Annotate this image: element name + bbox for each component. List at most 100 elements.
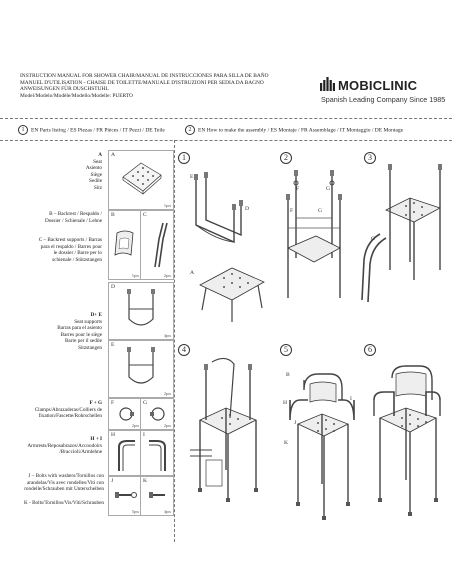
brand-name: MOBICLINIC bbox=[338, 78, 418, 93]
step-5-illustration bbox=[289, 373, 355, 520]
section-divider bbox=[0, 140, 452, 141]
column-divider bbox=[174, 140, 175, 542]
diagram-letter: F bbox=[290, 208, 294, 214]
part-letter: H bbox=[111, 432, 116, 438]
section-number: 1 bbox=[18, 125, 28, 135]
part-text: Seat supports bbox=[74, 318, 102, 325]
assembly-title-text: EN How to make the assembly / ES Montaje… bbox=[198, 127, 404, 134]
part-text: Sitzstangen bbox=[78, 344, 102, 351]
seat-support-e-illustration bbox=[127, 347, 155, 384]
part-box-d: D 4pcs bbox=[108, 282, 174, 340]
diagram-letter: G bbox=[318, 208, 323, 214]
backrest-support-illustration bbox=[154, 222, 168, 268]
part-count: 4pcs bbox=[164, 510, 171, 514]
armrest-h-illustration bbox=[118, 440, 135, 471]
seat-support-d-illustration bbox=[127, 289, 155, 326]
diagram-letter: D bbox=[245, 206, 250, 212]
part-box-i: I bbox=[140, 430, 174, 476]
step-2-illustration bbox=[286, 170, 342, 298]
step-number: 2 bbox=[280, 152, 292, 164]
part-text: Asiento bbox=[85, 165, 102, 172]
part-letter: F bbox=[111, 400, 115, 406]
part-label-d-e: D+ E Seat supports Barras para el asient… bbox=[4, 312, 102, 352]
step-number: 4 bbox=[178, 344, 190, 356]
part-box-j: J 5pcs bbox=[108, 476, 142, 516]
header-line-4: Model/Modelo/Modèle/Modello/Modelle: PUE… bbox=[20, 92, 133, 99]
bolt-washer-icon bbox=[115, 492, 137, 498]
diagram-letter: C bbox=[371, 236, 375, 242]
armrest-i-illustration bbox=[149, 440, 166, 471]
header-line-3: ANWEISUNGEN FÜR DUSCHSTUHL bbox=[20, 86, 109, 93]
diagram-letter: G bbox=[326, 186, 331, 192]
part-text: Sitz bbox=[93, 184, 102, 191]
part-key: A bbox=[98, 152, 102, 158]
part-label-k: K - Bolts/Tornillos/Vis/Viti/Schrauben bbox=[0, 500, 104, 507]
part-text: Barres pour le siège bbox=[60, 331, 102, 338]
step-1-illustration bbox=[194, 172, 265, 322]
part-letter: C bbox=[143, 212, 147, 218]
part-text: Dossier / Schienale / Lehne bbox=[44, 217, 102, 224]
part-box-g: G 2pcs bbox=[140, 398, 174, 430]
part-letter: I bbox=[143, 432, 145, 438]
part-text: J – Bolts with washers/Tornillos con bbox=[28, 473, 104, 479]
part-text: Seat bbox=[93, 158, 102, 165]
part-text: Clamps/Abrazaderas/Colliers de bbox=[34, 406, 102, 413]
bolt-icon bbox=[149, 492, 165, 498]
diagram-letter: I bbox=[350, 396, 352, 402]
part-count: 2pcs bbox=[132, 424, 139, 428]
part-text: C – Backrest supports / Barras bbox=[38, 237, 102, 243]
part-text: rondelle/Schrauben mit Unterscheiben bbox=[24, 486, 104, 493]
header-divider bbox=[0, 118, 452, 119]
part-text: arandelas/Vis avec rondelles/Viti con bbox=[26, 479, 104, 486]
part-label-h-i: H + I Armrests/Reposabrazos/Accoudoirs /… bbox=[4, 436, 102, 456]
part-text: fixation/Fascette/Rohrschellen bbox=[38, 413, 102, 420]
part-box-b: B 1pcs bbox=[108, 210, 142, 280]
part-text: Barre per il sedile bbox=[64, 338, 102, 345]
part-label-j: J – Bolts with washers/Tornillos con ara… bbox=[0, 473, 104, 493]
manual-header: INSTRUCTION MANUAL FOR SHOWER CHAIR/MANU… bbox=[20, 73, 300, 99]
part-text: /Braccioli/Armlehne bbox=[59, 449, 102, 456]
part-count: 2pcs bbox=[164, 424, 171, 428]
part-box-e: E 2pcs bbox=[108, 340, 174, 398]
part-box-k: K 4pcs bbox=[140, 476, 174, 516]
part-box-c: C 2pcs bbox=[140, 210, 174, 280]
step-3-illustration bbox=[361, 164, 442, 303]
step-6-illustration bbox=[373, 365, 441, 516]
diagram-letter: K bbox=[284, 440, 289, 446]
part-text: K - Bolts/Tornillos/Vis/Viti/Schrauben bbox=[24, 500, 104, 506]
part-count: 2pcs bbox=[164, 392, 171, 396]
brand-logo: MOBICLINIC Spanish Leading Company Since… bbox=[318, 74, 445, 108]
part-text: schienale / Stützstangen bbox=[52, 256, 102, 263]
step-number: 1 bbox=[178, 152, 190, 164]
diagram-letter: H bbox=[283, 400, 288, 406]
seat-illustration bbox=[122, 162, 162, 195]
diagram-letter: B bbox=[286, 372, 290, 378]
part-letter: E bbox=[111, 342, 115, 348]
part-box-a: A 1pcs bbox=[108, 150, 174, 210]
parts-title-text: EN Parts listing / ES Piezas / FR Pièces… bbox=[31, 127, 165, 134]
part-text: Armrests/Reposabrazos/Accoudoirs bbox=[27, 442, 102, 449]
part-letter: G bbox=[143, 400, 148, 406]
section-number: 2 bbox=[185, 125, 195, 135]
step-number: 3 bbox=[364, 152, 376, 164]
part-text: le dossier / Barre per lo bbox=[53, 250, 102, 257]
clamp-g-illustration bbox=[150, 407, 165, 421]
part-box-f: F 2pcs bbox=[108, 398, 142, 430]
part-letter: J bbox=[111, 478, 114, 484]
part-letter: K bbox=[143, 478, 148, 484]
diagram-letter: J bbox=[294, 420, 297, 426]
backrest-illustration bbox=[114, 230, 134, 256]
diagram-letter: E bbox=[190, 174, 194, 180]
part-text: Barras para el asiento bbox=[57, 325, 102, 332]
logo-icon bbox=[320, 77, 335, 91]
part-label-f-g: F + G Clamps/Abrazaderas/Colliers de fix… bbox=[4, 400, 102, 420]
part-letter: A bbox=[111, 152, 116, 158]
brand-tagline: Spanish Leading Company Since 1985 bbox=[321, 95, 446, 104]
clamp-f-illustration bbox=[119, 407, 134, 421]
part-label-c: C – Backrest supports / Barras para el r… bbox=[4, 237, 102, 263]
diagram-letter: A bbox=[190, 270, 195, 276]
part-count: 5pcs bbox=[132, 510, 139, 514]
step-number: 6 bbox=[364, 344, 376, 356]
part-text: Sedile bbox=[89, 178, 102, 185]
